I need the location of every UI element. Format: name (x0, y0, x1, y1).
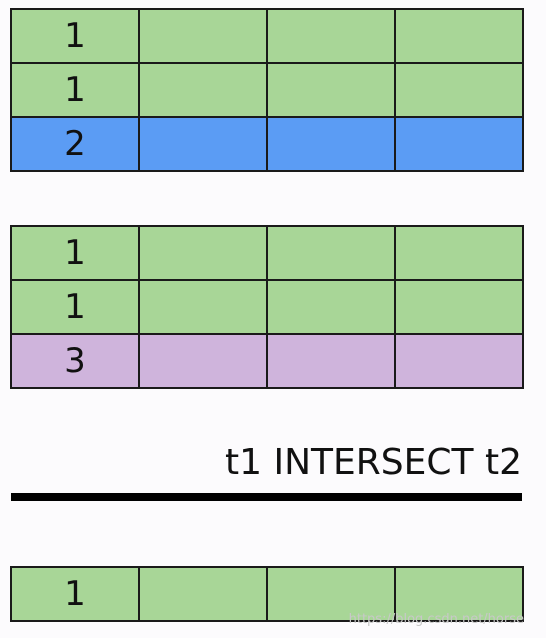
empty-cell (266, 62, 396, 118)
empty-cell (266, 279, 396, 335)
table-row: 3 (10, 333, 524, 389)
empty-cell (394, 333, 524, 389)
empty-cell (138, 116, 268, 172)
empty-cell (138, 566, 268, 622)
empty-cell (394, 116, 524, 172)
table-row: 1 (10, 62, 524, 118)
empty-cell (138, 333, 268, 389)
value-cell: 1 (10, 62, 140, 118)
table-result: 1 (10, 566, 524, 622)
empty-cell (266, 8, 396, 64)
empty-cell (394, 225, 524, 281)
value-cell: 1 (10, 225, 140, 281)
empty-cell (394, 8, 524, 64)
value-cell: 2 (10, 116, 140, 172)
empty-cell (394, 62, 524, 118)
empty-cell (394, 279, 524, 335)
watermark: https://blog.csdn.net/horse (348, 612, 524, 627)
table-row: 1 (10, 225, 524, 281)
empty-cell (138, 62, 268, 118)
table-row: 1 (10, 279, 524, 335)
value-cell: 1 (10, 279, 140, 335)
table-row: 1 (10, 566, 524, 622)
value-cell: 1 (10, 566, 140, 622)
value-cell: 3 (10, 333, 140, 389)
operation-label: t1 INTERSECT t2 (225, 442, 522, 483)
table-row: 2 (10, 116, 524, 172)
empty-cell (138, 279, 268, 335)
empty-cell (138, 8, 268, 64)
operation-divider (11, 493, 522, 501)
empty-cell (266, 333, 396, 389)
empty-cell (266, 225, 396, 281)
empty-cell (394, 566, 524, 622)
table-row: 1 (10, 8, 524, 64)
empty-cell (266, 116, 396, 172)
empty-cell (138, 225, 268, 281)
value-cell: 1 (10, 8, 140, 64)
empty-cell (266, 566, 396, 622)
